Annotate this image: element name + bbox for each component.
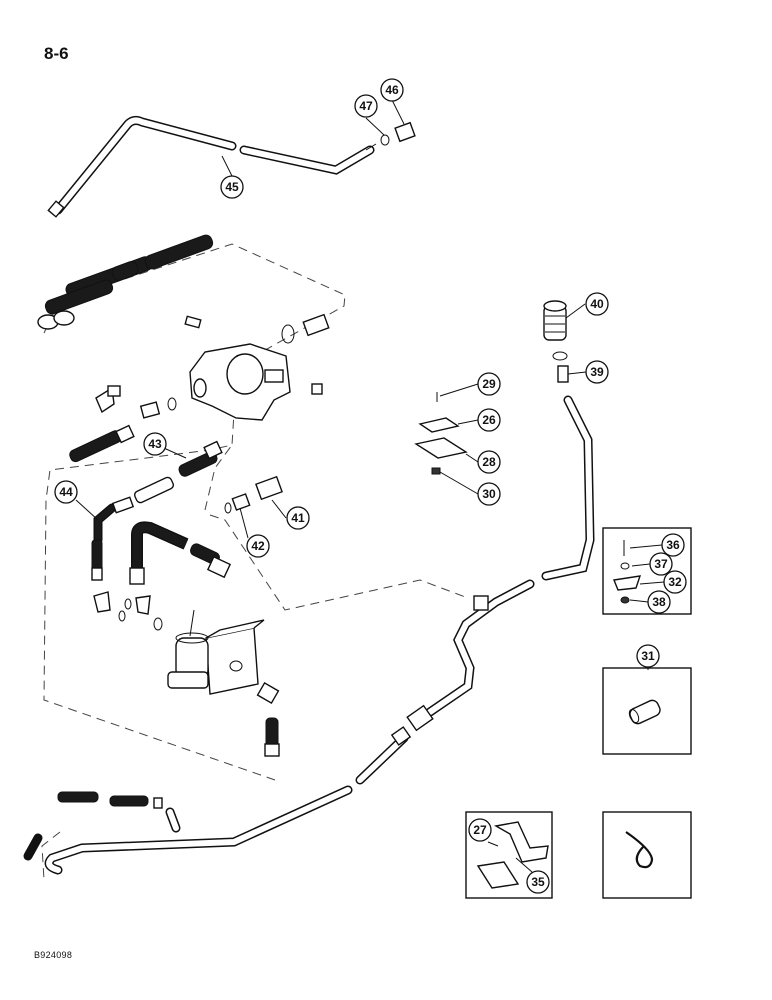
svg-text:35: 35 (531, 875, 545, 889)
callout-37: 37 (649, 552, 673, 576)
callout-28: 28 (477, 450, 501, 474)
band-clip (625, 831, 654, 869)
svg-text:45: 45 (225, 180, 239, 194)
svg-text:37: 37 (654, 557, 668, 571)
hose-elbow (129, 521, 232, 585)
lower-hoses (57, 791, 163, 809)
callout-46: 46 (380, 78, 404, 102)
clamp-parts (414, 392, 468, 475)
hose-44 (91, 496, 135, 581)
hydraulic-pump (184, 313, 330, 421)
figure-code: B924098 (34, 950, 73, 960)
callout-45: 45 (220, 175, 244, 199)
svg-text:28: 28 (482, 455, 496, 469)
svg-text:32: 32 (668, 575, 682, 589)
svg-text:41: 41 (291, 511, 305, 525)
fitting-47-46 (365, 121, 416, 151)
svg-text:31: 31 (641, 649, 655, 663)
callout-35: 35 (526, 870, 550, 894)
svg-text:38: 38 (652, 595, 666, 609)
small-elbows (93, 591, 163, 631)
callout-31: 31 (636, 644, 660, 668)
svg-text:39: 39 (590, 365, 604, 379)
svg-text:27: 27 (473, 823, 487, 837)
lower-dash (41, 831, 61, 881)
callout-32: 32 (663, 570, 687, 594)
callout-40: 40 (585, 292, 609, 316)
svg-text:29: 29 (482, 377, 496, 391)
hose-43 (69, 424, 223, 504)
svg-text:44: 44 (59, 485, 73, 499)
svg-text:42: 42 (251, 539, 265, 553)
tube-45 (47, 115, 375, 218)
callout-41: 41 (286, 506, 310, 530)
svg-text:40: 40 (590, 297, 604, 311)
callout-30: 30 (477, 482, 501, 506)
callout-43: 43 (143, 432, 167, 456)
callout-36: 36 (661, 533, 685, 557)
svg-text:47: 47 (359, 99, 373, 113)
page-number: 8-6 (44, 44, 69, 63)
callout-42: 42 (246, 534, 270, 558)
callout-27: 27 (468, 818, 492, 842)
callout-29: 29 (477, 372, 501, 396)
leader-lines (75, 99, 665, 873)
svg-text:36: 36 (666, 538, 680, 552)
callout-38: 38 (647, 590, 671, 614)
svg-text:26: 26 (482, 413, 496, 427)
bracket-32 (613, 540, 642, 604)
solenoid-valve (167, 609, 280, 757)
callout-44: 44 (54, 480, 78, 504)
fitting-40-39 (543, 300, 569, 383)
callout-26: 26 (477, 408, 501, 432)
svg-text:30: 30 (482, 487, 496, 501)
bracket-27-35 (476, 821, 549, 889)
pump-fittings (95, 385, 177, 419)
sleeve-31 (628, 699, 661, 725)
svg-text:43: 43 (148, 437, 162, 451)
fittings-41-42 (224, 475, 283, 514)
main-tube (23, 395, 595, 875)
callout-47: 47 (354, 94, 378, 118)
upper-hoses (37, 234, 214, 330)
svg-text:46: 46 (385, 83, 399, 97)
box-band (602, 811, 692, 899)
callout-39: 39 (585, 360, 609, 384)
